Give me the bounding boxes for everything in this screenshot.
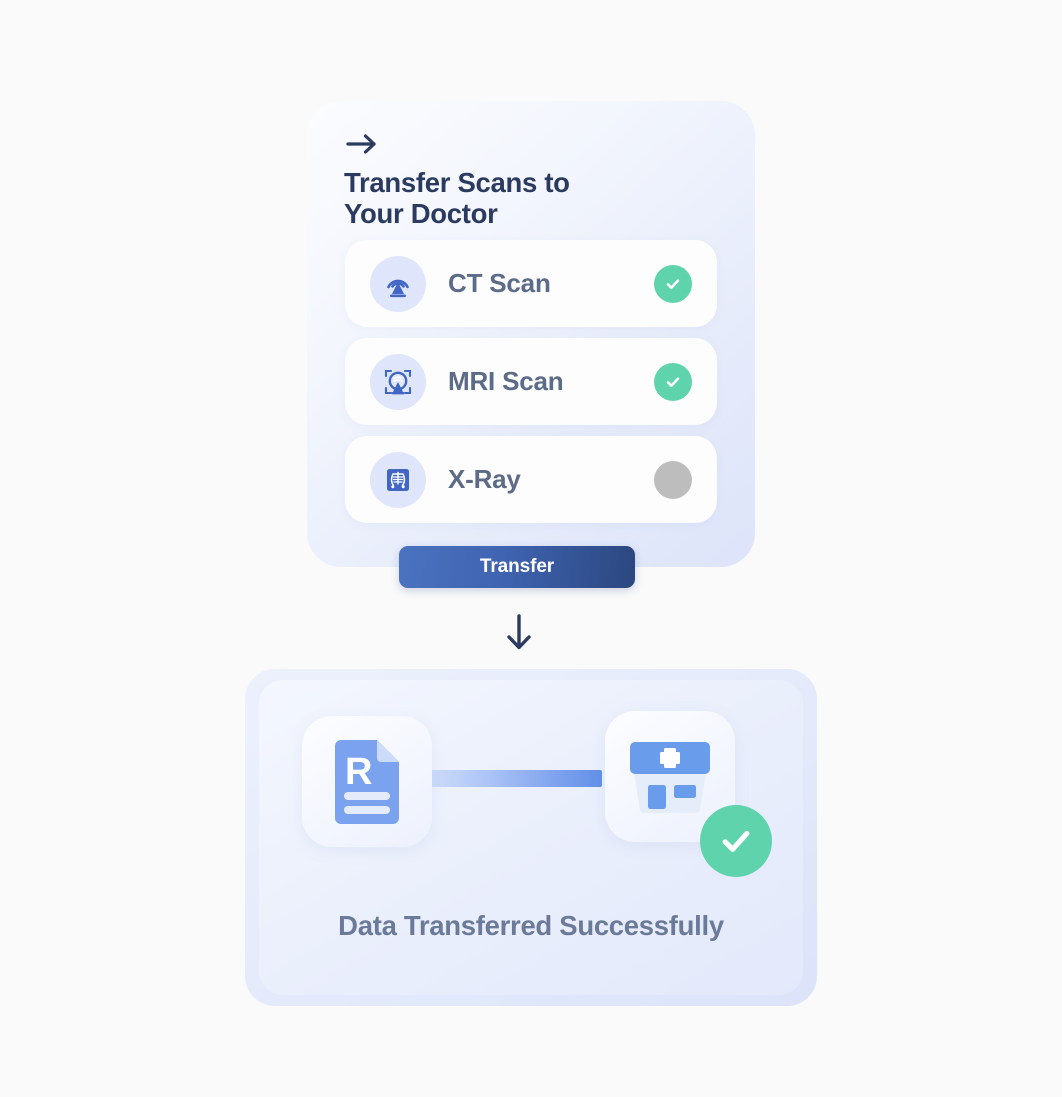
list-item[interactable]: MRI Scan — [345, 338, 717, 425]
arrow-right-icon[interactable] — [345, 129, 379, 159]
mri-scanner-icon — [370, 353, 426, 410]
status-badge[interactable] — [654, 362, 692, 401]
status-badge[interactable] — [654, 264, 692, 303]
data-link-icon — [420, 770, 602, 787]
list-item-label: X-Ray — [448, 464, 521, 494]
list-item[interactable]: X-Ray — [345, 436, 717, 523]
status-text: Data Transferred Successfully — [338, 910, 724, 941]
list-item-label: MRI Scan — [448, 366, 564, 396]
svg-text:R: R — [345, 751, 372, 793]
arrow-down-icon — [500, 612, 538, 654]
list-item-label: CT Scan — [448, 268, 551, 298]
transfer-button[interactable]: Transfer — [399, 546, 635, 588]
page-title: Transfer Scans to Your Doctor — [344, 167, 570, 229]
scan-list: CT Scan — [345, 240, 717, 534]
transfer-scans-card: Transfer Scans to Your Doctor CT Scan — [307, 101, 755, 567]
ct-scanner-icon — [370, 255, 426, 312]
xray-chest-icon — [370, 451, 426, 508]
check-circle-icon — [700, 805, 772, 877]
list-item[interactable]: CT Scan — [345, 240, 717, 327]
status-badge[interactable] — [654, 460, 692, 499]
medical-record-document-icon: R — [302, 716, 432, 847]
check-icon — [666, 376, 680, 387]
check-icon — [666, 278, 680, 289]
